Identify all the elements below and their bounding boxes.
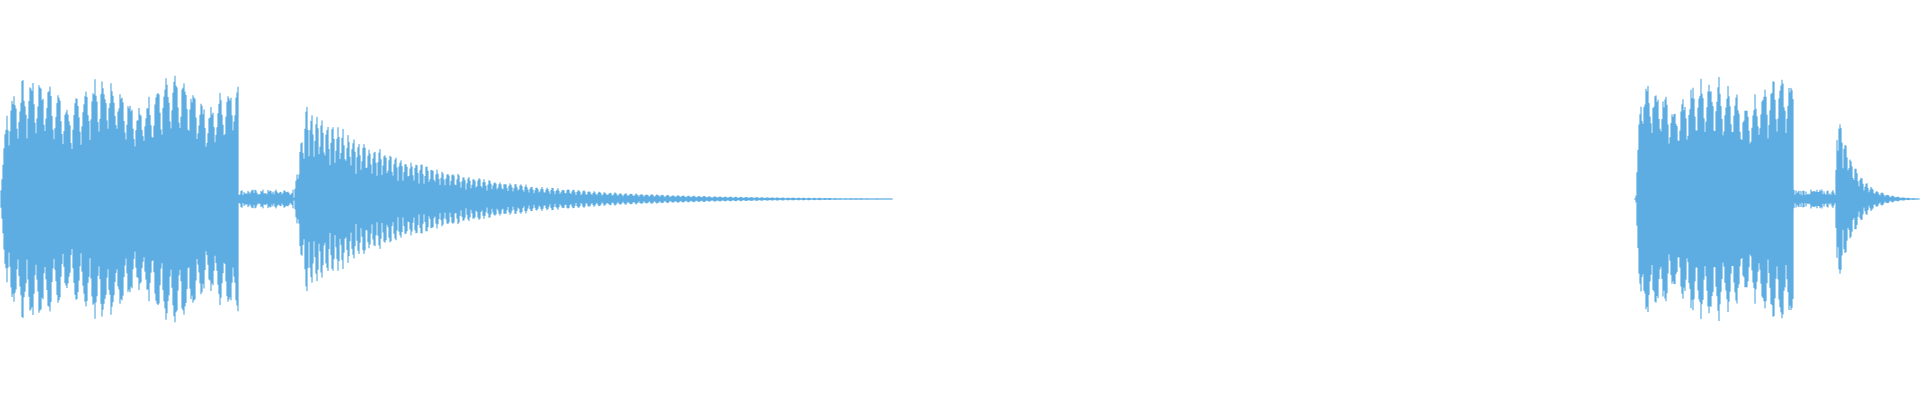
waveform-samples	[0, 75, 1920, 323]
waveform-path	[0, 75, 1920, 323]
